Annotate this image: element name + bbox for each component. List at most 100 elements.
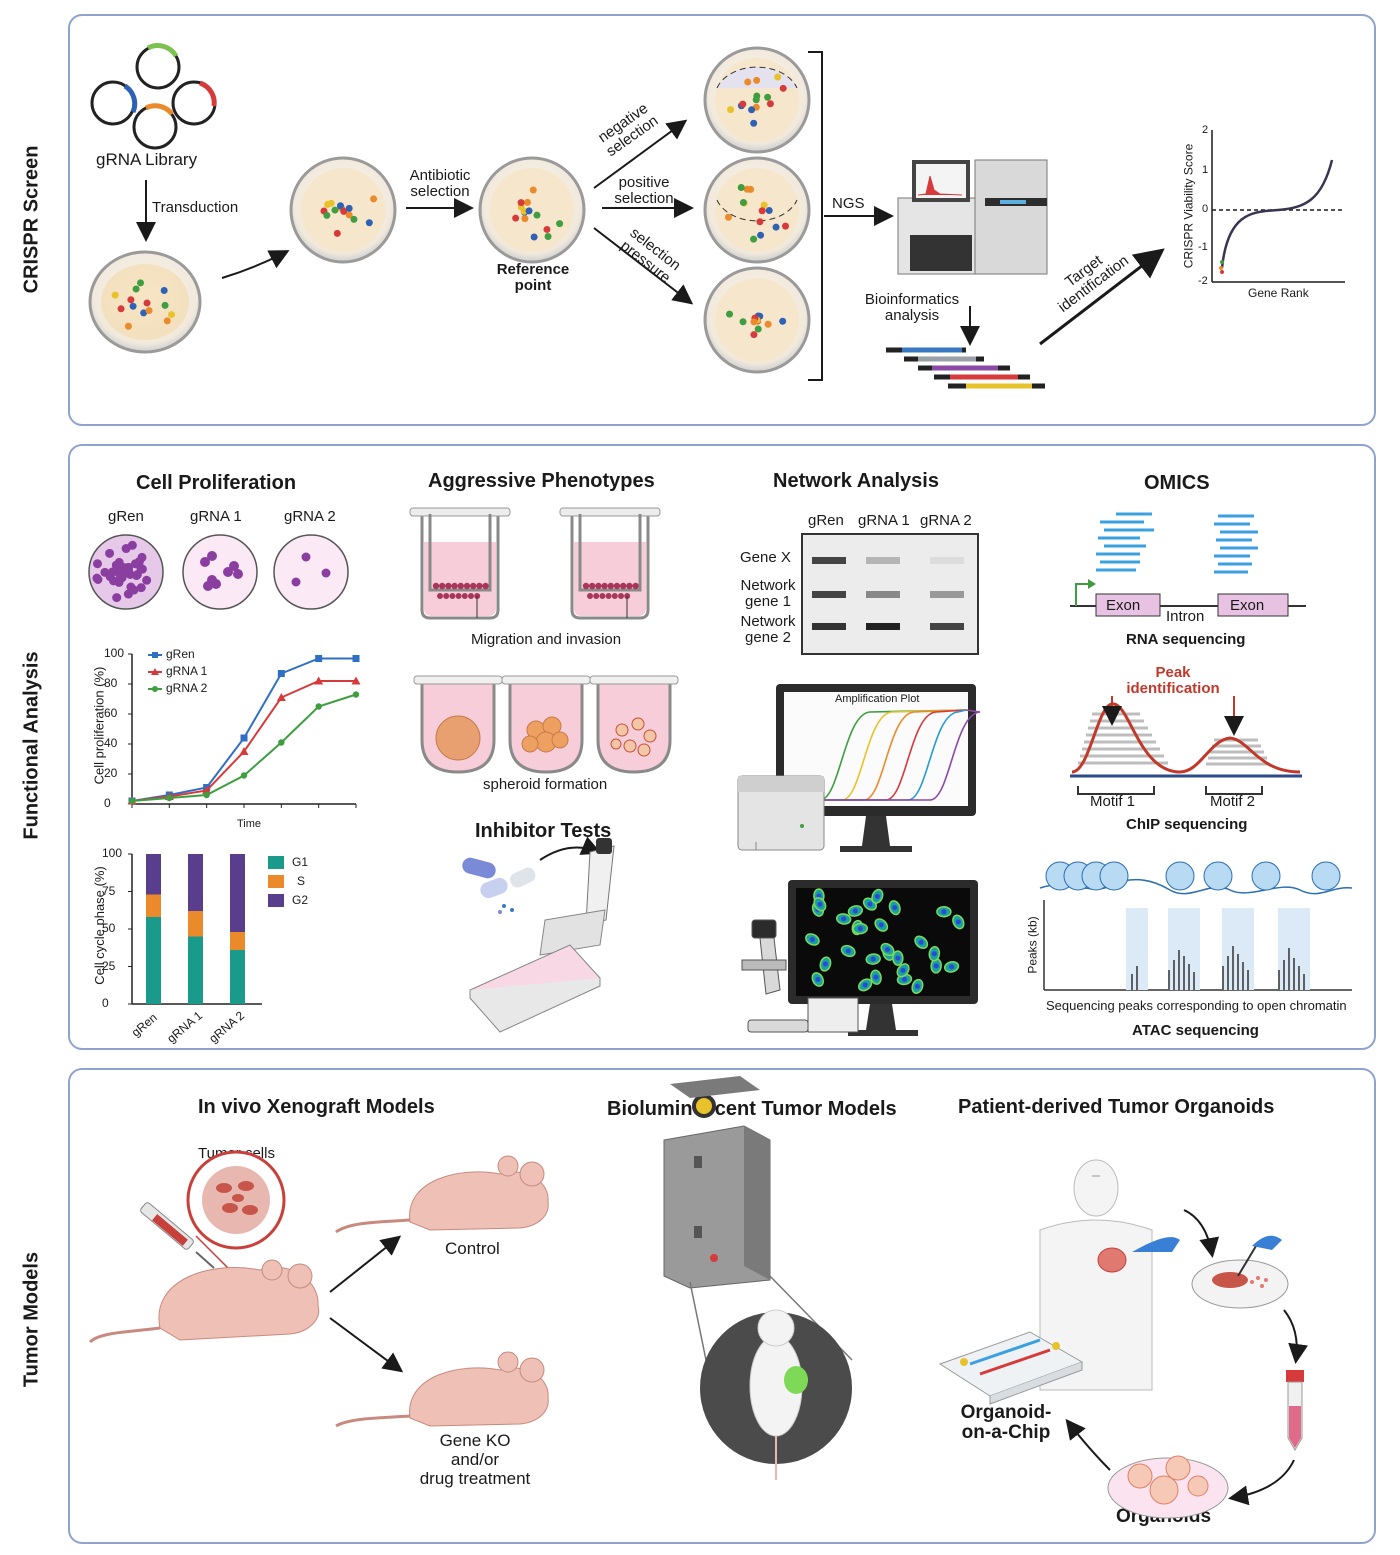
ivis-imager-icon — [663, 1076, 771, 1289]
cell-dot — [345, 211, 353, 219]
organoid-chip-label-2: on-a-Chip — [961, 1422, 1051, 1443]
cell-dot — [727, 106, 735, 114]
cell-dot — [543, 225, 551, 233]
cell-dot — [437, 593, 443, 599]
cell-dot — [726, 310, 734, 318]
fluor-nucleus — [870, 956, 876, 962]
atac-seq-label: ATAC sequencing — [1132, 1022, 1259, 1039]
legend-swatch — [268, 856, 284, 869]
pill-capsule-icons — [462, 857, 536, 914]
prolif-ytick-label: 40 — [104, 736, 118, 750]
cell-dot — [607, 582, 614, 590]
proliferation-line-chart — [127, 652, 361, 808]
side-label-functional: Functional Analysis — [20, 651, 43, 840]
cell-dot — [517, 199, 525, 207]
data-point — [352, 655, 360, 662]
cell-dot — [161, 301, 169, 309]
bar-segment — [230, 932, 245, 950]
bar-segment — [230, 950, 245, 1004]
cell-dot — [129, 302, 137, 310]
data-point — [315, 655, 323, 662]
colony-dot — [105, 572, 115, 582]
cell-dot — [350, 215, 358, 223]
omics-title: OMICS — [1144, 472, 1210, 494]
cell-dot — [333, 229, 341, 237]
cell-dot — [470, 582, 477, 590]
fluor-nucleus — [845, 948, 851, 954]
qpcr-machine-icon — [737, 775, 825, 851]
fluor-nucleus — [885, 947, 891, 953]
aggressive-phenotypes-title: Aggressive Phenotypes — [428, 470, 655, 492]
cell-dot — [143, 299, 151, 307]
organoid-title: Patient-derived Tumor Organoids — [958, 1096, 1275, 1118]
fluor-nucleus — [815, 977, 821, 983]
amplification-plot-title: Amplification Plot — [835, 693, 920, 705]
cell-dot — [331, 206, 339, 214]
data-point — [203, 791, 210, 799]
cell-dot — [449, 593, 456, 599]
amp-curve — [792, 709, 967, 801]
antibiotic-selection-label: Antibiotic selection — [409, 167, 471, 200]
cell-dot — [744, 78, 752, 86]
fluor-nucleus — [955, 919, 961, 925]
data-point — [278, 739, 285, 746]
cell-dot — [117, 305, 125, 313]
tumor-cells-inset-icon — [186, 1150, 286, 1250]
prolif-xlabel: Time — [237, 818, 262, 830]
legend-g2: G2 — [292, 893, 309, 907]
bar-segment — [188, 936, 203, 1004]
blot-row-network2: Network gene 2 — [740, 613, 796, 646]
transduction-label: Transduction — [152, 199, 239, 216]
fluor-nucleus — [874, 893, 880, 899]
cycle-ytick-label: 50 — [102, 921, 116, 935]
organ-on-chip-icon — [938, 1331, 1084, 1405]
data-point — [202, 786, 212, 794]
motif1-label: Motif 1 — [1090, 793, 1136, 810]
prolif-ytick-label: 20 — [104, 766, 118, 780]
microscope-icon — [741, 919, 859, 1033]
data-point — [277, 670, 285, 677]
cell-dot — [595, 582, 602, 590]
colony-dot — [112, 593, 122, 603]
cell-dot — [523, 198, 531, 206]
organoid-chip-label-1: Organoid- — [960, 1402, 1052, 1423]
legend-gren: gRen — [166, 647, 195, 661]
gloved-hand-icon — [1132, 1237, 1180, 1252]
fluor-nucleus — [817, 901, 823, 907]
atac-nucleosomes — [1039, 861, 1353, 991]
cell-dot — [168, 311, 176, 319]
cell-proliferation-title: Cell Proliferation — [136, 472, 297, 494]
cell-dot — [124, 322, 132, 330]
cell-dot — [476, 582, 483, 590]
aggressive-graphics — [409, 507, 679, 1033]
cell-dot — [525, 207, 533, 215]
ngs-sequencer-icon — [897, 159, 1048, 275]
cell-dot — [521, 215, 529, 223]
data-point — [315, 703, 322, 710]
colony-dot — [92, 559, 102, 569]
blot-col-grna2: gRNA 2 — [920, 512, 972, 529]
fluor-nucleus — [878, 922, 884, 928]
bioinformatics-label: Bioinformatics analysis — [864, 291, 960, 324]
gene-ko-label-3: drug treatment — [419, 1469, 531, 1488]
fluor-nucleus — [933, 963, 939, 969]
data-point — [128, 797, 136, 805]
cell-dot — [451, 582, 458, 590]
conical-tube-icon — [1286, 1370, 1304, 1451]
fluor-nucleus — [873, 974, 879, 980]
cell-dot — [587, 593, 593, 599]
cell-dot — [324, 200, 332, 208]
exon-label-2: Exon — [1230, 597, 1265, 614]
cell-dot — [620, 582, 627, 590]
fluor-nucleus — [841, 916, 847, 922]
tumor-dish-icon — [1191, 1235, 1289, 1309]
amp-curve — [792, 709, 967, 801]
spheroid-label: spheroid formation — [483, 776, 608, 793]
cell-dot — [461, 593, 468, 599]
legend-grna2: gRNA 2 — [166, 681, 208, 695]
gene-ko-label-2: and/or — [450, 1450, 500, 1469]
cell-dot — [757, 231, 765, 239]
viability-ytick: -1 — [1198, 241, 1208, 253]
syringe-icon — [140, 1202, 215, 1269]
prolif-ytick-label: 80 — [104, 676, 118, 690]
